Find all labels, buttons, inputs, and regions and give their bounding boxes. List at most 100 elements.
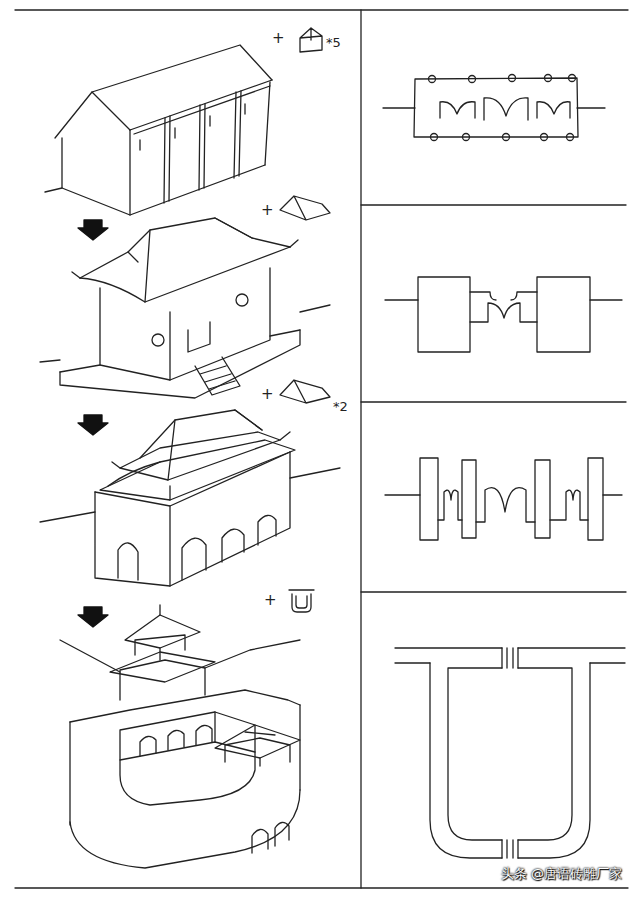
hall-sketch: [129, 130, 130, 215]
step-arrow: [78, 220, 108, 627]
hall-with-hip-roof-sketch: [152, 334, 164, 346]
plan-barbican: [395, 647, 625, 648]
hall-sketch: [45, 45, 272, 215]
watermark: 头条 @唐语砖雕厂家: [501, 867, 622, 881]
plan-hall: [569, 75, 576, 82]
plan-barbican: [395, 648, 625, 858]
hall-with-hip-roof-sketch: [236, 294, 248, 306]
step-arrow: [78, 220, 108, 240]
plan-hall: [383, 75, 605, 141]
gate-tower-sketch: [112, 432, 290, 468]
multiplier: *5: [326, 36, 341, 50]
plan-hip-hall: [418, 277, 470, 352]
hall-with-hip-roof-sketch: [40, 305, 330, 362]
plan-gate-tower: [462, 460, 476, 538]
plan-hip-hall: [385, 299, 622, 300]
plus-sign: +: [261, 386, 274, 403]
frame-lines: [361, 204, 626, 205]
plan-barbican: [590, 662, 625, 663]
frame-lines: [15, 9, 628, 10]
plus-sign: +: [272, 30, 285, 47]
gate-tower-sketch: [40, 468, 340, 522]
plan-barbican: [502, 648, 518, 668]
hall-with-hip-roof-sketch: [60, 330, 300, 372]
component-icon: [280, 380, 330, 403]
barbican-sketch: [69, 722, 70, 825]
step-arrow: [78, 415, 108, 435]
frame-lines: [360, 10, 361, 888]
plan-gate-tower: [385, 494, 622, 495]
plan-gate-tower: [385, 458, 622, 540]
multiplier: *2: [333, 400, 348, 414]
plan-hall: [503, 134, 510, 141]
plus-sign: +: [261, 202, 274, 219]
hall-sketch: [164, 82, 270, 203]
plan-hall: [541, 134, 548, 141]
barbican-sketch: [245, 732, 275, 766]
hall-with-hip-roof-sketch: [80, 218, 290, 278]
barbican-sketch: [159, 605, 160, 660]
hall-with-hip-roof-sketch: [188, 322, 210, 352]
barbican-sketch: [60, 605, 300, 868]
plan-hall: [545, 75, 552, 82]
gate-tower-sketch: [222, 529, 244, 562]
plan-hall: [440, 102, 475, 118]
gate-tower-sketch: [40, 410, 340, 586]
barbican-sketch: [299, 705, 300, 790]
gate-tower-sketch: [95, 452, 290, 586]
component-icon: [280, 196, 330, 220]
barbican-sketch: [120, 712, 255, 805]
hall-with-hip-roof-sketch: [72, 240, 298, 278]
gate-tower-sketch: [108, 462, 170, 500]
frame-lines: [361, 591, 626, 592]
barbican-sketch: [196, 725, 212, 745]
hall-sketch: [140, 104, 245, 150]
plan-hall: [463, 134, 470, 141]
frame-lines: [15, 10, 628, 888]
hall-sketch: [92, 45, 272, 92]
plan-barbican: [430, 663, 502, 858]
plan-gate-tower: [535, 460, 550, 538]
plan-barbican: [448, 668, 502, 840]
gate-tower-sketch: [120, 432, 280, 480]
hall-sketch: [45, 188, 62, 192]
hall-with-hip-roof-sketch: [145, 218, 252, 302]
hall-with-hip-roof-sketch: [80, 247, 290, 302]
plan-hall: [509, 75, 516, 82]
plan-gate-tower: [588, 458, 603, 540]
plan-hall: [431, 134, 438, 141]
component-icon: [280, 28, 330, 612]
barbican-sketch: [214, 712, 215, 742]
gate-tower-sketch: [182, 538, 206, 580]
gate-tower-sketch: [258, 515, 276, 545]
plan-barbican: [395, 662, 430, 663]
hall-with-hip-roof-sketch: [40, 218, 330, 398]
hall-with-hip-roof-sketch: [169, 312, 170, 380]
plan-hall: [414, 78, 578, 137]
plus-sign: +: [264, 592, 277, 609]
component-icon: [300, 28, 322, 52]
plan-hip-hall: [537, 277, 590, 352]
hall-sketch: [134, 86, 270, 134]
barbican-sketch: [140, 736, 156, 756]
barbican-sketch: [225, 738, 290, 762]
plan-hip-hall: [385, 277, 622, 352]
plan-gate-tower: [438, 490, 462, 520]
plan-gate-tower: [476, 488, 535, 522]
plan-hall: [537, 102, 570, 118]
barbican-sketch: [275, 822, 289, 846]
plan-hall: [484, 98, 528, 120]
plan-hip-hall: [470, 303, 537, 322]
plan-barbican: [507, 648, 513, 668]
frame-lines: [15, 887, 628, 888]
hall-with-hip-roof-sketch: [195, 357, 240, 395]
frame-lines: [361, 401, 626, 402]
plan-hall: [383, 107, 605, 108]
plan-hall: [429, 76, 436, 83]
gate-tower-sketch: [118, 543, 138, 580]
step-arrow: [78, 607, 108, 627]
